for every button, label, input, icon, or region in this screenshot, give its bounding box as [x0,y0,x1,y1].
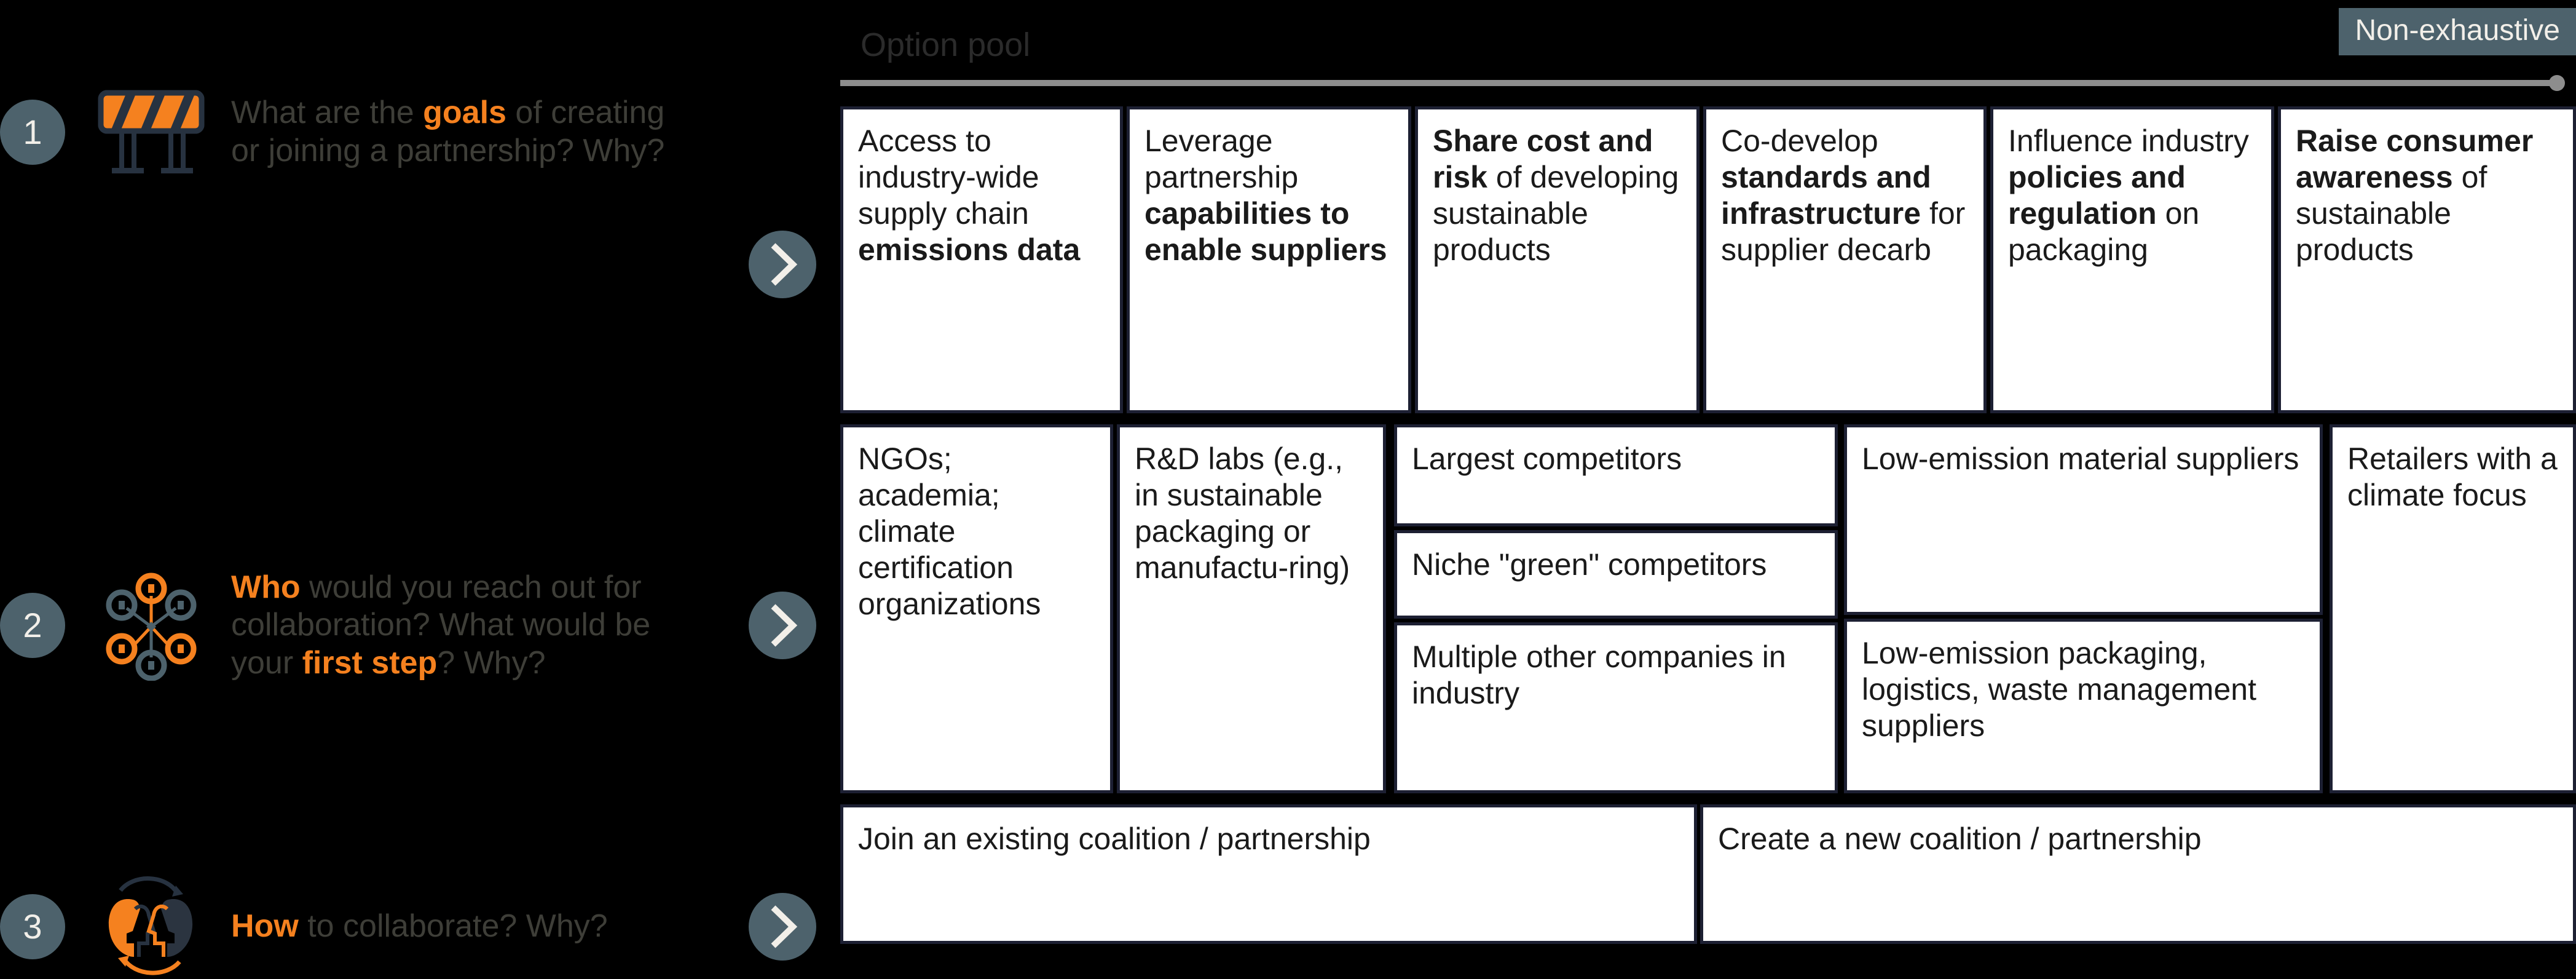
chevron-right-icon [771,243,798,286]
option-cell[interactable]: Low-emission material suppliers [1844,424,2323,615]
chevron-right-icon [771,604,798,647]
step-row-3: 3 How to collaborate? Why? [0,874,840,979]
step-chevron-button-2[interactable] [749,592,816,659]
step-chevron-button-3[interactable] [749,893,816,961]
option-cell[interactable]: Retailers with a climate focus [2330,424,2576,793]
step-question-1: What are the goals of creating or joinin… [231,95,665,168]
step-number-badge-2: 2 [0,593,65,658]
non-exhaustive-badge: Non-exhaustive [2339,8,2576,55]
option-cell[interactable]: Co-develop standards and infrastructure … [1703,106,1987,413]
step-number-badge-3: 3 [0,894,65,959]
header-divider [840,80,2555,86]
option-cell[interactable]: Low-emission packaging, logistics, waste… [1844,619,2323,793]
option-cell[interactable]: Share cost and risk of developing sustai… [1415,106,1700,413]
option-pool-label: Option pool [861,26,1031,63]
option-cell[interactable]: Join an existing coalition / partnership [840,804,1697,944]
option-cell[interactable]: Influence industry policies and regulati… [1990,106,2274,413]
step-number-badge-1: 1 [0,99,65,165]
option-cell[interactable]: Leverage partnership capabilities to ena… [1127,106,1411,413]
header-divider-end-dot [2549,75,2565,91]
step-row-2: 2 [0,536,840,715]
option-cell[interactable]: Largest competitors [1394,424,1838,526]
chevron-right-icon [771,905,798,948]
option-cell[interactable]: Access to industry-wide supply chain emi… [840,106,1123,413]
option-cell[interactable]: R&D labs (e.g., in sustainable packaging… [1117,424,1386,793]
step-question-3: How to collaborate? Why? [231,908,608,945]
two-heads-collaboration-icon [96,876,207,975]
step-question-2: Who would you reach out for collaboratio… [231,569,651,681]
option-cell[interactable]: Raise consumer awareness of sustainable … [2278,106,2576,413]
step-chevron-button-1[interactable] [749,231,816,298]
steps-sidebar: 1 What are the goals of creating or join… [0,0,840,975]
option-cell[interactable]: Multiple other companies in industry [1394,622,1838,793]
network-nodes-icon [96,573,207,681]
road-barricade-icon [96,86,207,178]
option-cell[interactable]: Create a new coalition / partnership [1700,804,2576,944]
step-row-1: 1 What are the goals of creating or join… [0,66,840,198]
option-cell[interactable]: NGOs; academia; climate certification or… [840,424,1113,793]
option-cell[interactable]: Niche "green" competitors [1394,530,1838,619]
